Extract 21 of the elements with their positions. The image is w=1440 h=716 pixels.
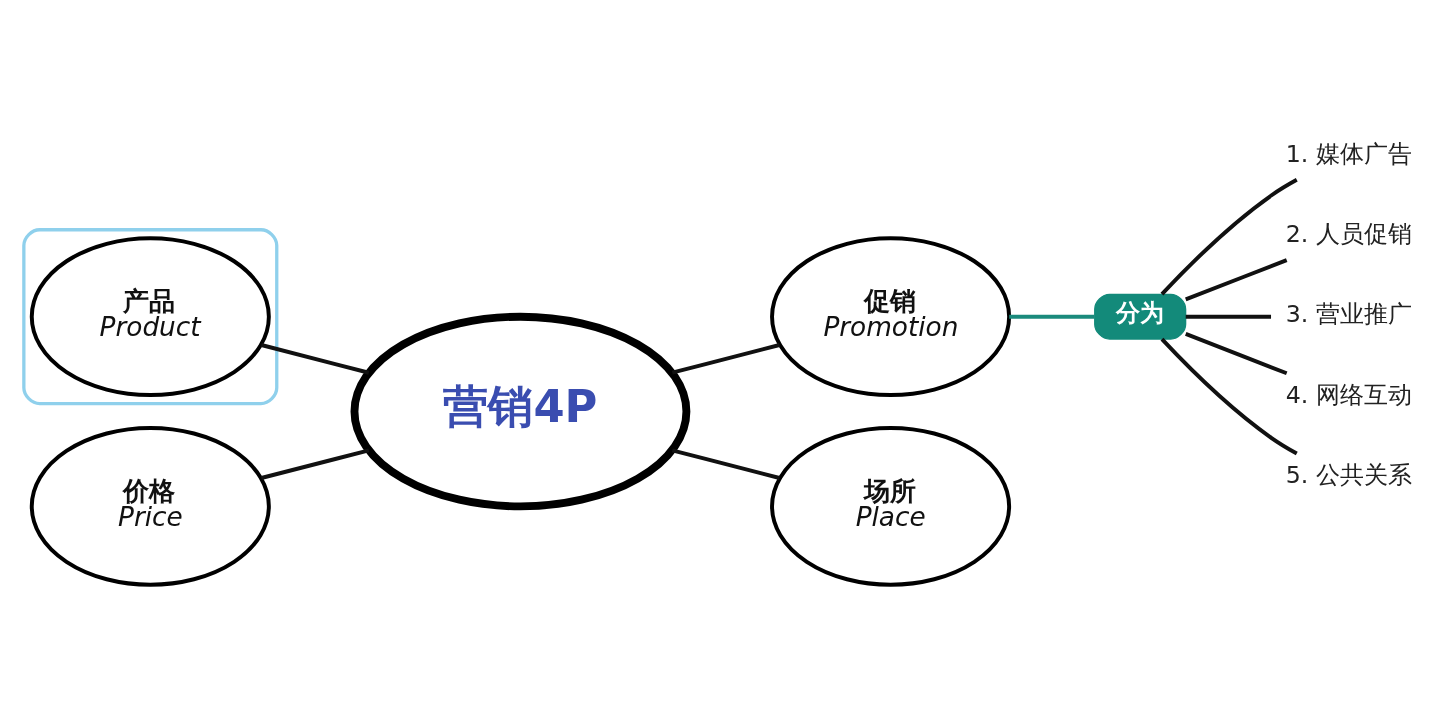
node-ellipse: 促销 Promotion	[770, 235, 1012, 397]
node-text: 5. 公共关系	[1285, 460, 1412, 489]
connector	[1185, 314, 1272, 319]
connector	[1009, 314, 1095, 319]
node-ellipse: 营销4P	[350, 312, 691, 510]
node-ellipse: 价格 Price	[29, 425, 271, 587]
node-text: 4. 网络互动	[1285, 380, 1412, 409]
connector	[1160, 177, 1298, 295]
node-ellipse: 场所 Place	[770, 425, 1012, 587]
node-ellipse: 产品 Product	[29, 235, 271, 397]
connector	[671, 342, 780, 375]
node-text: 2. 人员促销	[1285, 219, 1412, 248]
connector	[260, 447, 370, 480]
node-text: 3. 营业推广	[1285, 299, 1412, 328]
node-text: 1. 媒体广告	[1285, 139, 1412, 168]
connector	[1185, 331, 1288, 375]
connector	[260, 342, 370, 375]
connector	[1160, 337, 1298, 455]
connector	[671, 447, 780, 480]
connector	[1185, 257, 1288, 301]
node-box: 分为	[1094, 293, 1187, 340]
